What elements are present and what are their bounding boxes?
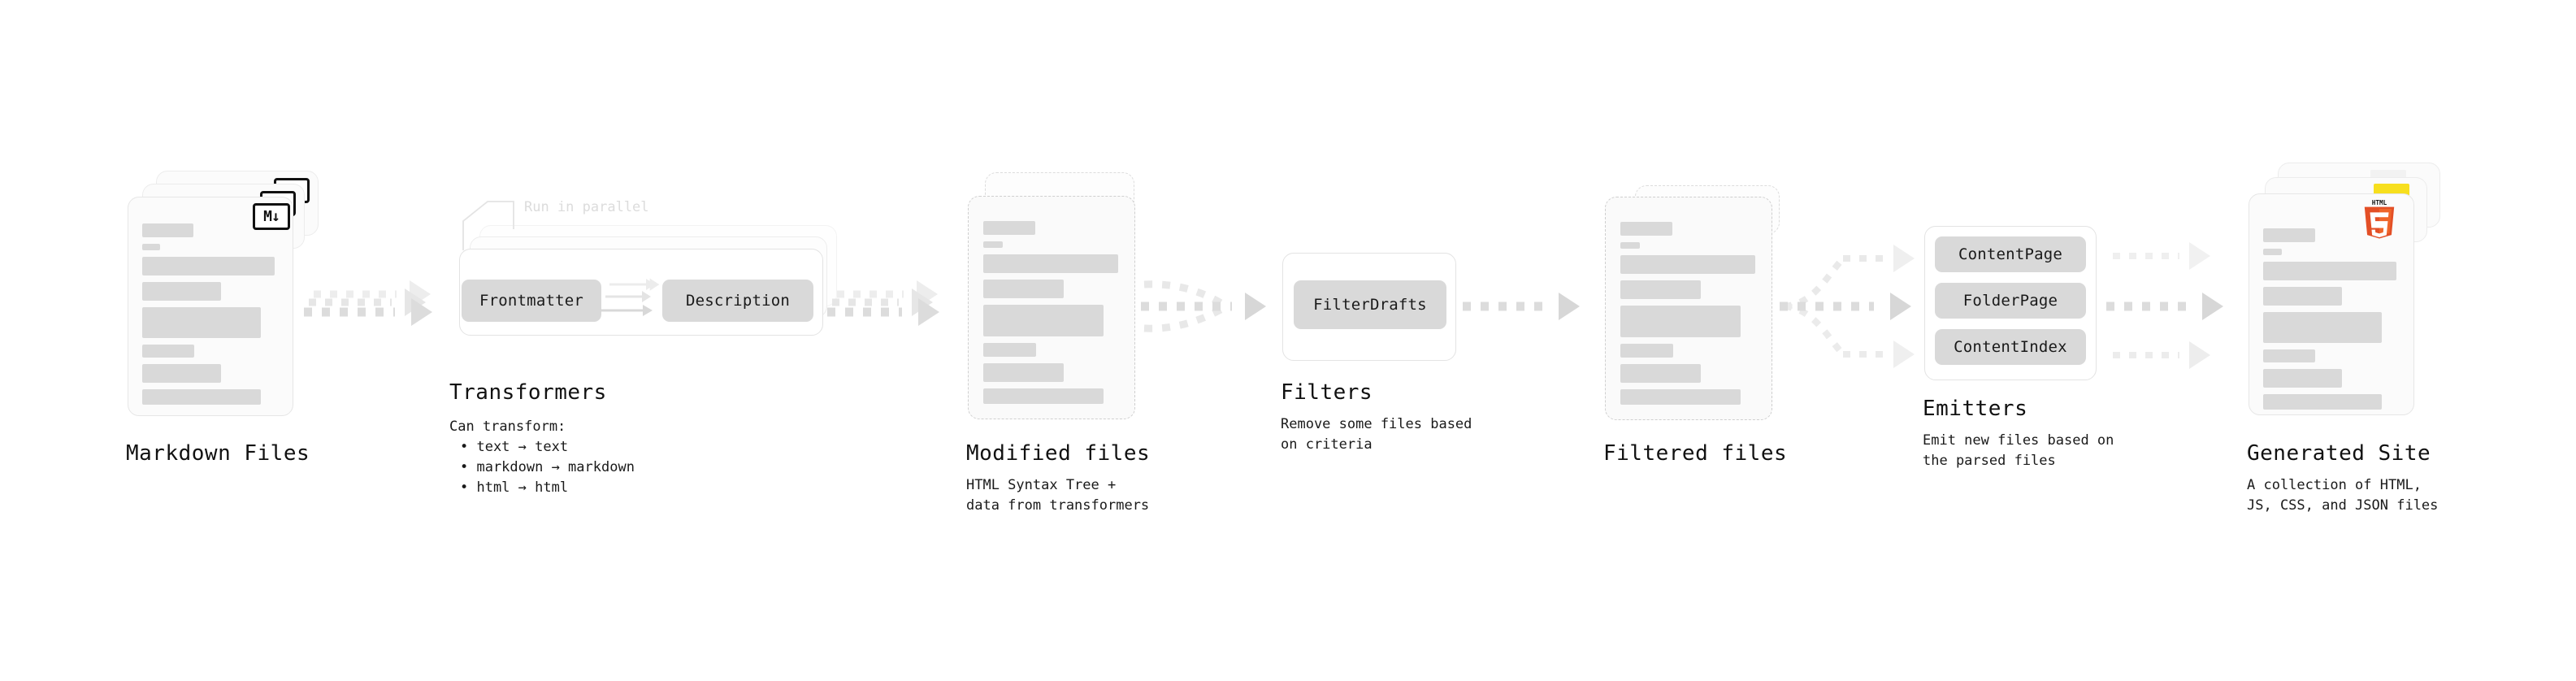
filter-chip-filterdrafts[interactable]: FilterDrafts (1294, 280, 1446, 329)
doc-bar (983, 388, 1104, 404)
modified-card-front[interactable] (968, 196, 1135, 419)
doc-bar (142, 282, 221, 301)
doc-bar (1620, 344, 1673, 358)
doc-bar (2263, 287, 2342, 306)
connector-markdown-to-transformers (304, 280, 432, 326)
emitter-chip-folderpage[interactable]: FolderPage (1935, 283, 2086, 319)
doc-bar (142, 389, 261, 405)
doc-bar (983, 305, 1104, 336)
connector-filters-to-filtered (1463, 293, 1580, 320)
transformer-chip-description[interactable]: Description (662, 280, 813, 322)
doc-bar (983, 254, 1118, 273)
doc-bar (142, 223, 193, 237)
doc-bar (142, 307, 261, 338)
doc-bar (142, 244, 160, 250)
doc-bar (983, 363, 1064, 382)
transformers-bullet-2: • html → html (460, 479, 569, 496)
doc-bar (1620, 306, 1741, 337)
doc-bar (1620, 389, 1741, 405)
connector-filtered-to-emitters (1780, 245, 1915, 368)
stage-title-filters: Filters (1281, 380, 1373, 405)
doc-bar (2263, 369, 2342, 388)
html5-icon: HTML (2361, 197, 2398, 240)
bullets-intro: Can transform: (449, 419, 566, 435)
filters-description: Remove some files based on criteria (1281, 416, 1472, 453)
doc-bar (2263, 262, 2396, 280)
doc-bar (2263, 312, 2382, 343)
filtered-card-front[interactable] (1605, 197, 1772, 420)
doc-bar (983, 280, 1064, 298)
markdown-card-front[interactable] (128, 197, 293, 416)
connector-transformers-to-modified (827, 280, 939, 326)
doc-bar (2263, 394, 2382, 410)
svg-text:HTML: HTML (2372, 199, 2387, 206)
doc-bar (2263, 249, 2282, 255)
doc-bar (142, 345, 194, 358)
stage-title-markdown-files: Markdown Files (126, 441, 310, 466)
emitter-chip-contentpage[interactable]: ContentPage (1935, 236, 2086, 272)
transformers-description: Can transform: (449, 417, 566, 437)
stage-title-filtered-files: Filtered files (1603, 441, 1788, 466)
run-in-parallel-label: Run in parallel (524, 199, 649, 215)
stage-title-generated-site: Generated Site (2247, 441, 2431, 466)
transformers-bullet-1: • markdown → markdown (460, 459, 635, 475)
generated-site-description: A collection of HTML, JS, CSS, and JSON … (2247, 477, 2439, 514)
stage-title-emitters: Emitters (1923, 397, 2028, 421)
modified-files-description: HTML Syntax Tree + data from transformer… (966, 477, 1150, 514)
transformers-bullet-0: • text → text (460, 439, 569, 455)
doc-bar (142, 257, 275, 275)
stage-title-transformers: Transformers (449, 380, 607, 405)
stage-title-modified-files: Modified files (966, 441, 1151, 466)
emitter-chip-contentindex[interactable]: ContentIndex (1935, 329, 2086, 365)
markdown-icon: M↓ (253, 203, 290, 230)
js-tab-chip (2374, 184, 2409, 196)
doc-bar (1620, 364, 1701, 383)
connector-modified-to-filters (1141, 280, 1266, 332)
doc-bar (1620, 280, 1701, 299)
emitters-description: Emit new files based on the parsed files (1923, 432, 2114, 469)
doc-bar (1620, 242, 1640, 249)
doc-bar (1620, 255, 1755, 274)
transformer-chip-frontmatter[interactable]: Frontmatter (462, 280, 601, 322)
doc-bar (2263, 349, 2315, 362)
connector-emitters-to-site (2106, 242, 2223, 369)
doc-bar (2263, 228, 2315, 242)
doc-bar (983, 343, 1036, 357)
doc-bar (983, 241, 1003, 248)
doc-bar (983, 221, 1035, 235)
doc-bar (1620, 222, 1672, 236)
doc-bar (142, 364, 221, 383)
site-card-front[interactable] (2249, 193, 2414, 415)
